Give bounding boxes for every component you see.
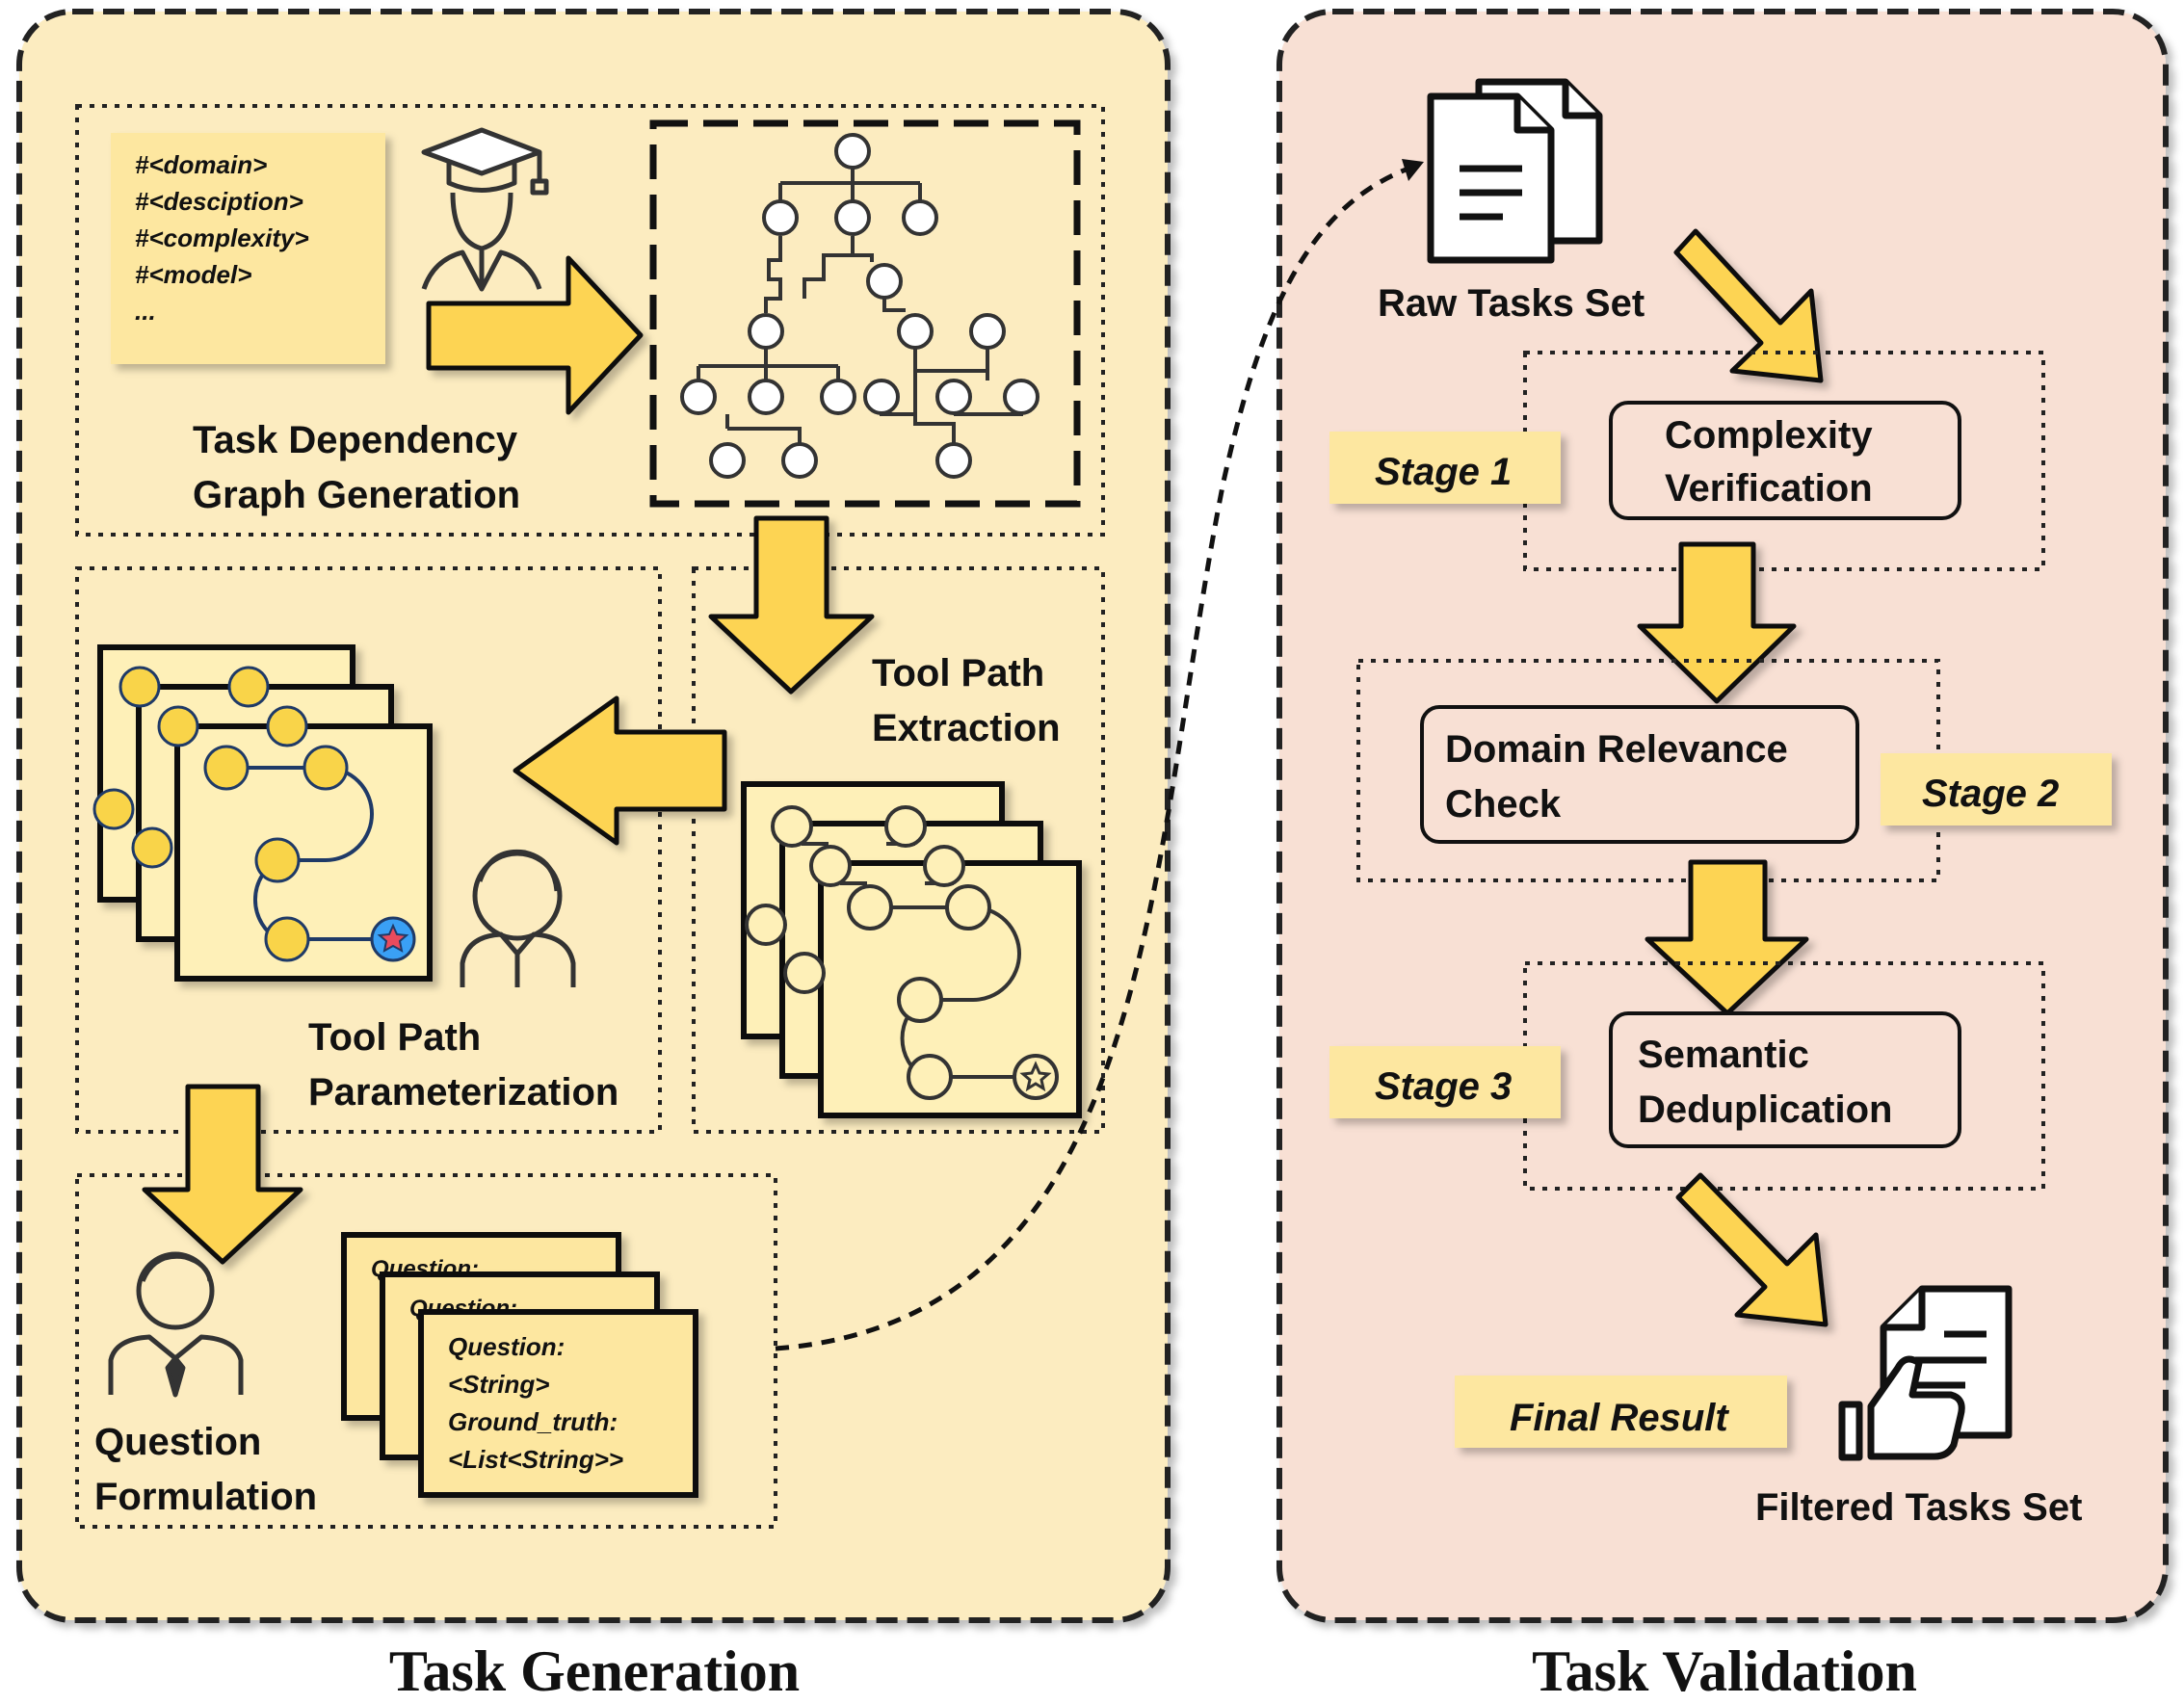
question-card-line: Question: <box>448 1332 565 1361</box>
arrow-diagonal-icon <box>1673 228 1824 383</box>
generation-title: Task Generation <box>389 1639 800 1703</box>
arrow-diagonal-icon <box>1675 1172 1829 1327</box>
step4-label: Formulation <box>94 1476 317 1518</box>
arrow-down-icon <box>142 1084 303 1265</box>
step2-label: Extraction <box>872 707 1061 749</box>
question-card-line: <List<String>> <box>448 1445 623 1474</box>
validation-title: Task Validation <box>1532 1639 1917 1703</box>
raw-tasks-label: Raw Tasks Set <box>1378 282 1645 325</box>
arrow-right-icon <box>426 255 644 415</box>
stage3-box-text: Deduplication <box>1638 1088 1892 1131</box>
stage2-box <box>1420 705 1859 844</box>
stage1-frame <box>1523 351 2045 571</box>
step1-label: Graph Generation <box>193 474 520 516</box>
connector-line <box>775 163 1417 1351</box>
stage1-tag: Stage 1 <box>1375 451 1512 493</box>
stage2-box-text: Domain Relevance <box>1445 728 1788 771</box>
tool-path-cards-outline <box>741 781 1082 1118</box>
businessman-icon <box>108 1251 244 1398</box>
step2-label: Tool Path <box>872 652 1044 695</box>
stage1-box-text: Complexity <box>1665 414 1873 457</box>
step3-label: Tool Path <box>308 1016 481 1059</box>
stage2-tag-bg <box>1881 753 2112 826</box>
stage3-tag: Stage 3 <box>1375 1065 1512 1108</box>
filtered-tasks-label: Filtered Tasks Set <box>1755 1486 2082 1529</box>
dependency-graph-frame <box>649 119 1081 508</box>
step3-label: Parameterization <box>308 1071 618 1114</box>
stage3-box-text: Semantic <box>1638 1034 1809 1076</box>
question-card-line: <String> <box>448 1370 549 1399</box>
stage3-frame <box>1523 961 2045 1191</box>
question-cards: Question: Question: Question: <String> G… <box>341 1232 698 1498</box>
stage1-box <box>1609 401 1961 520</box>
stage2-tag: Stage 2 <box>1922 773 2059 815</box>
step1-label: Task Dependency <box>193 419 518 461</box>
graduate-icon <box>421 127 549 292</box>
final-result-tag: Final Result <box>1510 1397 1729 1439</box>
prompt-note-line: #<complexity> <box>135 223 309 252</box>
arrow-down-icon <box>1637 541 1797 704</box>
documents-icon <box>1427 78 1603 264</box>
arrow-down-icon <box>1645 859 1809 1016</box>
stage3-tag-bg <box>1329 1046 1561 1118</box>
arrow-down-icon <box>708 515 875 695</box>
dependency-graph-icon <box>680 133 1039 479</box>
user-icon <box>460 849 576 987</box>
prompt-note-line: #<desciption> <box>135 187 303 216</box>
prompt-note: #<domain> #<desciption> #<complexity> #<… <box>111 133 385 364</box>
stage2-box-text: Check <box>1445 783 1562 826</box>
tool-path-cards-colored <box>92 644 433 982</box>
arrow-left-icon <box>513 695 727 846</box>
prompt-note-line: #<domain> <box>135 150 267 179</box>
prompt-note-line: ... <box>135 297 156 326</box>
final-tag-bg <box>1455 1376 1787 1448</box>
approved-document-icon <box>1838 1285 2013 1461</box>
stage3-box <box>1609 1011 1961 1148</box>
prompt-note-line: #<model> <box>135 260 251 289</box>
section-frames <box>75 104 1105 1529</box>
question-card-line: Ground_truth: <box>448 1407 618 1436</box>
step4-label: Question <box>94 1421 261 1463</box>
stage1-box-text: Verification <box>1665 467 1873 510</box>
connector-arrowhead <box>1402 159 1424 181</box>
stage1-tag-bg <box>1329 432 1561 504</box>
